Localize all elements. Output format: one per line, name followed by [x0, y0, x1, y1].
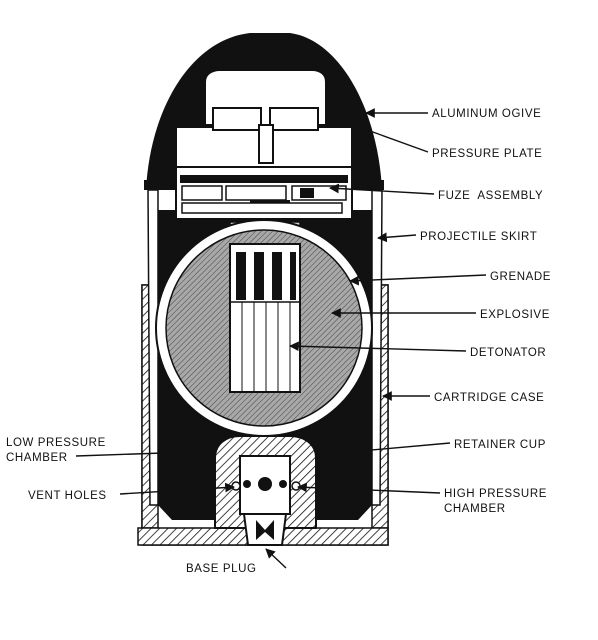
leader-retainer-cup — [315, 442, 451, 460]
label-explosive: EXPLOSIVE — [480, 309, 550, 321]
label-projectile-skirt: PROJECTILE SKIRT — [420, 231, 537, 243]
label-aluminum-ogive: ALUMINUM OGIVE — [432, 108, 541, 120]
label-high-pressure-chamber-line2: CHAMBER — [444, 503, 506, 515]
leader-detonator — [289, 341, 467, 352]
leader-base-plug-a — [265, 548, 287, 569]
label-pressure-plate: PRESSURE PLATE — [432, 148, 542, 160]
fuze-assembly-shape — [144, 166, 384, 220]
leader-grenade — [349, 274, 487, 286]
label-low-pressure-chamber-line2: CHAMBER — [6, 452, 68, 464]
label-retainer-cup: RETAINER CUP — [454, 439, 546, 451]
detonator-shape — [229, 243, 301, 393]
leader-projectile-skirt — [377, 232, 417, 243]
label-detonator: DETONATOR — [470, 347, 546, 359]
labels: ALUMINUM OGIVE PRESSURE PLATE FUZE ASSEM… — [6, 108, 551, 575]
label-fuze-assembly: FUZE ASSEMBLY — [438, 190, 543, 202]
base-plug-shape — [242, 513, 288, 546]
leader-lines — [75, 108, 487, 569]
leader-pressure-plate — [325, 113, 429, 153]
label-cartridge-case: CARTRIDGE CASE — [434, 392, 544, 404]
pressure-plate-shape — [175, 107, 353, 168]
leader-low-pressure-chamber — [75, 447, 193, 458]
label-low-pressure-chamber-line1: LOW PRESSURE — [6, 437, 106, 449]
label-grenade: GRENADE — [490, 271, 551, 283]
label-vent-holes: VENT HOLES — [28, 490, 107, 502]
leader-fuze-assembly — [329, 183, 435, 195]
label-base-plug: BASE PLUG — [186, 563, 257, 575]
leader-high-pressure-chamber — [297, 482, 441, 494]
leader-vent-holes — [119, 482, 235, 495]
label-high-pressure-chamber-line1: HIGH PRESSURE — [444, 488, 547, 500]
